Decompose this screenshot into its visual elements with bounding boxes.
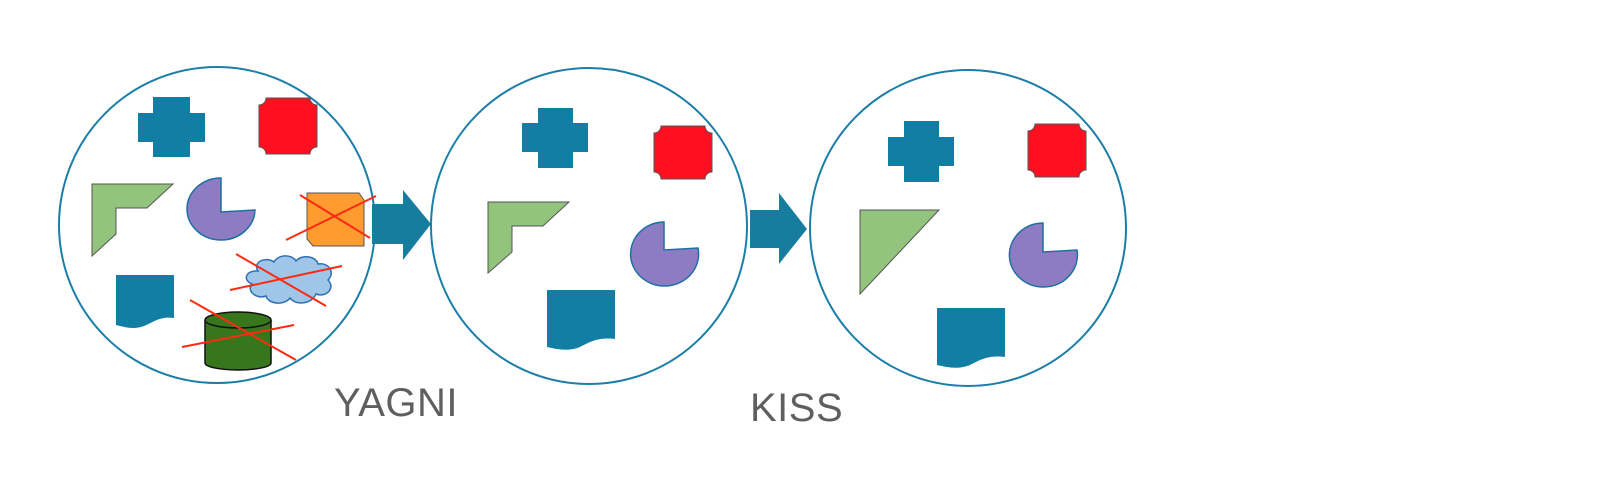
l-corner-icon [487,201,571,275]
stage-after-yagni [430,67,748,385]
yagni-label: YAGNI [334,381,459,425]
octagon-icon [1027,123,1087,178]
arrow-icon [372,190,431,260]
cross-icon [138,97,205,157]
crossed-orange-octagon-icon [285,192,377,247]
stage-after-yagni-circle [430,67,748,385]
crossed-cylinder-icon [181,299,297,371]
stage-after-kiss-circle [809,69,1127,387]
l-corner-icon [91,183,175,258]
cross-icon [522,108,588,168]
crossed-cloud-icon [229,253,343,307]
document-icon [937,308,1005,368]
pie-icon [1008,222,1079,288]
document-icon [116,275,174,328]
pie-icon [186,177,256,241]
triangle-icon [859,209,941,296]
cross-icon [888,121,954,182]
octagon-icon [258,97,318,155]
stage-after-kiss [809,69,1127,387]
arrow-icon [750,193,807,264]
octagon-icon [653,125,713,180]
document-icon [547,290,615,350]
stage-original [58,66,377,384]
pie-icon [629,221,700,287]
kiss-label: KISS [750,386,844,430]
